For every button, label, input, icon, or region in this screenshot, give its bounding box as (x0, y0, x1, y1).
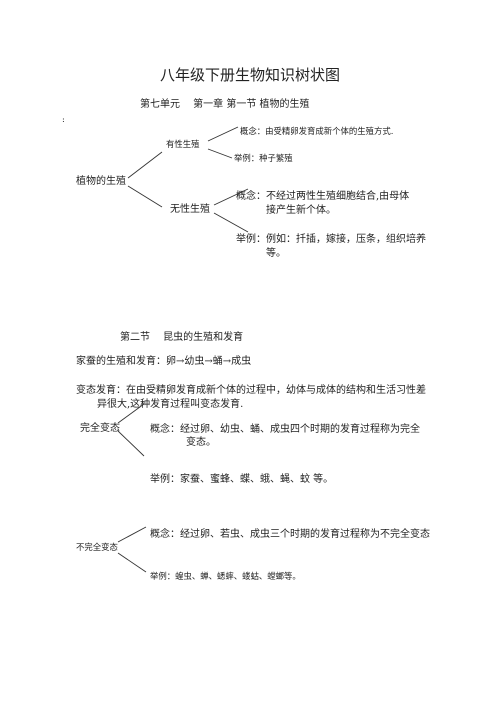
section2-heading: 第二节 昆虫的生殖和发育 (120, 332, 244, 343)
asexual-concept-line2: 接产生新个体。 (266, 205, 336, 216)
metamorphosis-definition-line2: 异很大,这种发育过程叫变态发育. (97, 399, 244, 410)
page-title: 八年级下册生物知识树状图 (160, 66, 341, 84)
complete-example: 举例：家蚕、蜜蜂、蝶、蛾、蝇、蚊 等。 (150, 474, 334, 485)
complete-concept-line1: 概念：经过卵、幼虫、蛹、成虫四个时期的发育过程称为完全 (150, 424, 420, 435)
connector-incomplete-to-concept (117, 526, 147, 543)
sexual-concept: 概念：由受精卵发育成新个体的生殖方式. (240, 126, 394, 136)
asexual-example-line1: 举例：例如：扦插，嫁接，压条，组织培养 (236, 234, 426, 245)
connector-sexual-to-concept (207, 126, 239, 142)
incomplete-example: 举例：蝗虫、蝉、蟋蟀、蝼蛄、螳螂等。 (150, 571, 301, 581)
connector-asexual-to-concept (213, 188, 249, 206)
incomplete-metamorphosis-label: 不完全变态 (76, 542, 118, 552)
connector-root-to-sexual (127, 151, 163, 179)
complete-metamorphosis-label: 完全变态 (80, 423, 120, 434)
connector-complete-to-concept (117, 403, 145, 424)
connector-root-to-asexual (127, 185, 163, 208)
sexual-example: 举例：种子繁殖 (234, 153, 293, 163)
connector-complete-to-example (117, 430, 145, 457)
unit-heading: 第七单元 第一章 第一节 植物的生殖 (140, 99, 310, 110)
complete-concept-line2: 变态。 (186, 437, 216, 448)
asexual-concept-line1: 概念：不经过两性生殖细胞结合,由母体 (236, 191, 410, 202)
incomplete-concept: 概念：经过卵、若虫、成虫三个时期的发育过程称为不完全变态 (150, 529, 430, 540)
stray-mark: : (62, 114, 65, 124)
connector-incomplete-to-example (117, 552, 147, 573)
connector-sexual-to-example (207, 148, 233, 159)
sexual-reproduction-label: 有性生殖 (166, 139, 200, 149)
silkworm-development: 家蚕的生殖和发育：卵→幼虫→蛹→成虫 (76, 356, 252, 367)
asexual-reproduction-label: 无性生殖 (170, 204, 210, 215)
connector-asexual-to-example (213, 212, 249, 233)
metamorphosis-definition-line1: 变态发育：在由受精卵发育成新个体的过程中，幼体与成体的结构和生活习性差 (76, 385, 426, 396)
asexual-example-line2: 等。 (266, 248, 286, 259)
plant-root-label: 植物的生殖 (76, 176, 126, 187)
